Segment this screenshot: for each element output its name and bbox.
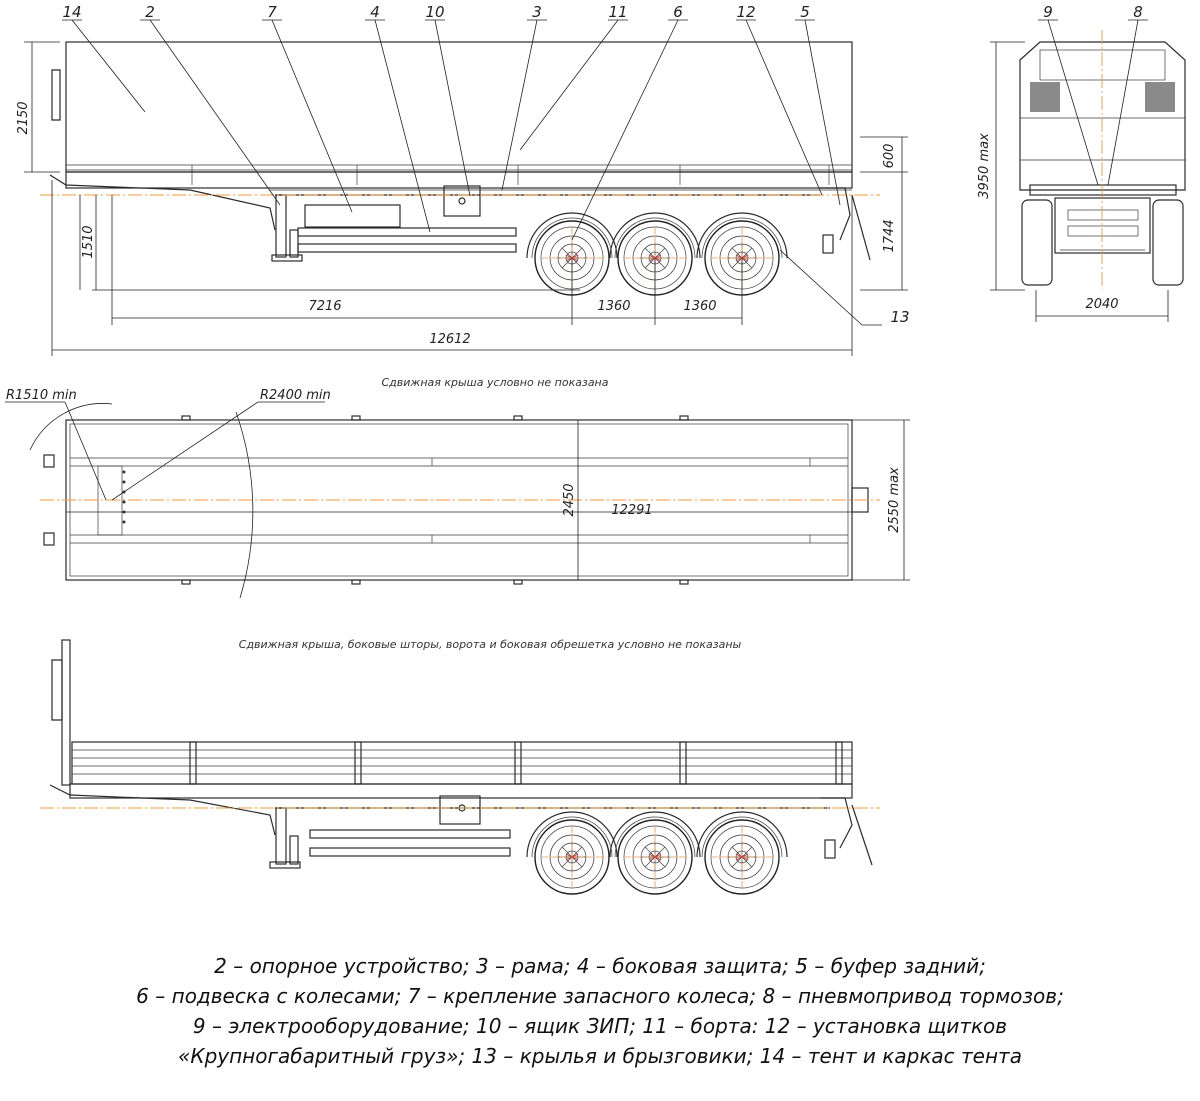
dim-total-length: 12612 xyxy=(429,332,470,347)
tarp-body xyxy=(65,41,853,173)
dim-radius-min: R1510 min xyxy=(6,388,77,403)
callout-9: 9 xyxy=(1043,3,1053,21)
frame xyxy=(65,171,853,189)
dim-axle-spacing-1: 1360 xyxy=(597,299,630,314)
legend-line: 2 – опорное устройство; 3 – рама; 4 – бо… xyxy=(214,954,986,978)
dim-axle-spacing-2: 1360 xyxy=(683,299,716,314)
legend: 2 – опорное устройство; 3 – рама; 4 – бо… xyxy=(0,951,1200,1071)
side-guard xyxy=(297,227,517,253)
callout-8: 8 xyxy=(1133,3,1143,21)
legend-line: «Крупногабаритный груз»; 13 – крылья и б… xyxy=(178,1044,1022,1068)
callout-12: 12 xyxy=(736,3,755,21)
side-boards xyxy=(71,741,853,785)
legend-line: 9 – электрооборудование; 10 – ящик ЗИП; … xyxy=(192,1014,1008,1038)
rear-view: 3950 max 2040 9 8 xyxy=(977,3,1186,322)
dim-track: 2040 xyxy=(1085,297,1118,312)
callout-4: 4 xyxy=(370,3,380,21)
callout-6: 6 xyxy=(673,3,683,21)
top-view-note: Сдвижная крыша условно не показана xyxy=(382,376,609,389)
dim-side-height: 600 xyxy=(882,144,897,169)
open-view-note: Сдвижная крыша, боковые шторы, ворота и … xyxy=(239,638,742,651)
legend-line: 6 – подвеска с колесами; 7 – крепление з… xyxy=(136,984,1064,1008)
dim-kingpin-axle: 7216 xyxy=(308,299,341,314)
dim-inner-length: 12291 xyxy=(611,503,652,518)
side-view: 2150 600 1744 1510 7216 1360 1360 12612 … xyxy=(16,3,910,356)
dim-inner-width: 2450 xyxy=(562,483,577,516)
toolbox xyxy=(443,185,481,217)
callout-13: 13 xyxy=(890,308,909,326)
callout-2: 2 xyxy=(145,3,155,21)
callout-11: 11 xyxy=(608,3,627,21)
callout-7: 7 xyxy=(267,3,277,21)
top-view: Сдвижная крыша условно не показана xyxy=(5,376,910,599)
open-side-view: Сдвижная крыша, боковые шторы, ворота и … xyxy=(40,638,880,895)
dim-max-width: 2550 max xyxy=(887,467,902,533)
dim-radius-swing: R2400 min xyxy=(260,388,331,403)
dim-tarp-height: 2150 xyxy=(16,101,31,134)
dim-platform-height: 1744 xyxy=(882,219,897,252)
dim-max-height: 3950 max xyxy=(977,133,992,199)
stake-pockets xyxy=(181,415,689,585)
technical-drawing: 2150 600 1744 1510 7216 1360 1360 12612 … xyxy=(5,3,1186,895)
callout-10: 10 xyxy=(425,3,444,21)
callout-5: 5 xyxy=(800,3,810,21)
spare-wheel-mount xyxy=(304,204,401,228)
callout-3: 3 xyxy=(532,3,542,21)
dim-fifth-wheel-height: 1510 xyxy=(81,225,96,258)
callout-14: 14 xyxy=(62,3,81,21)
